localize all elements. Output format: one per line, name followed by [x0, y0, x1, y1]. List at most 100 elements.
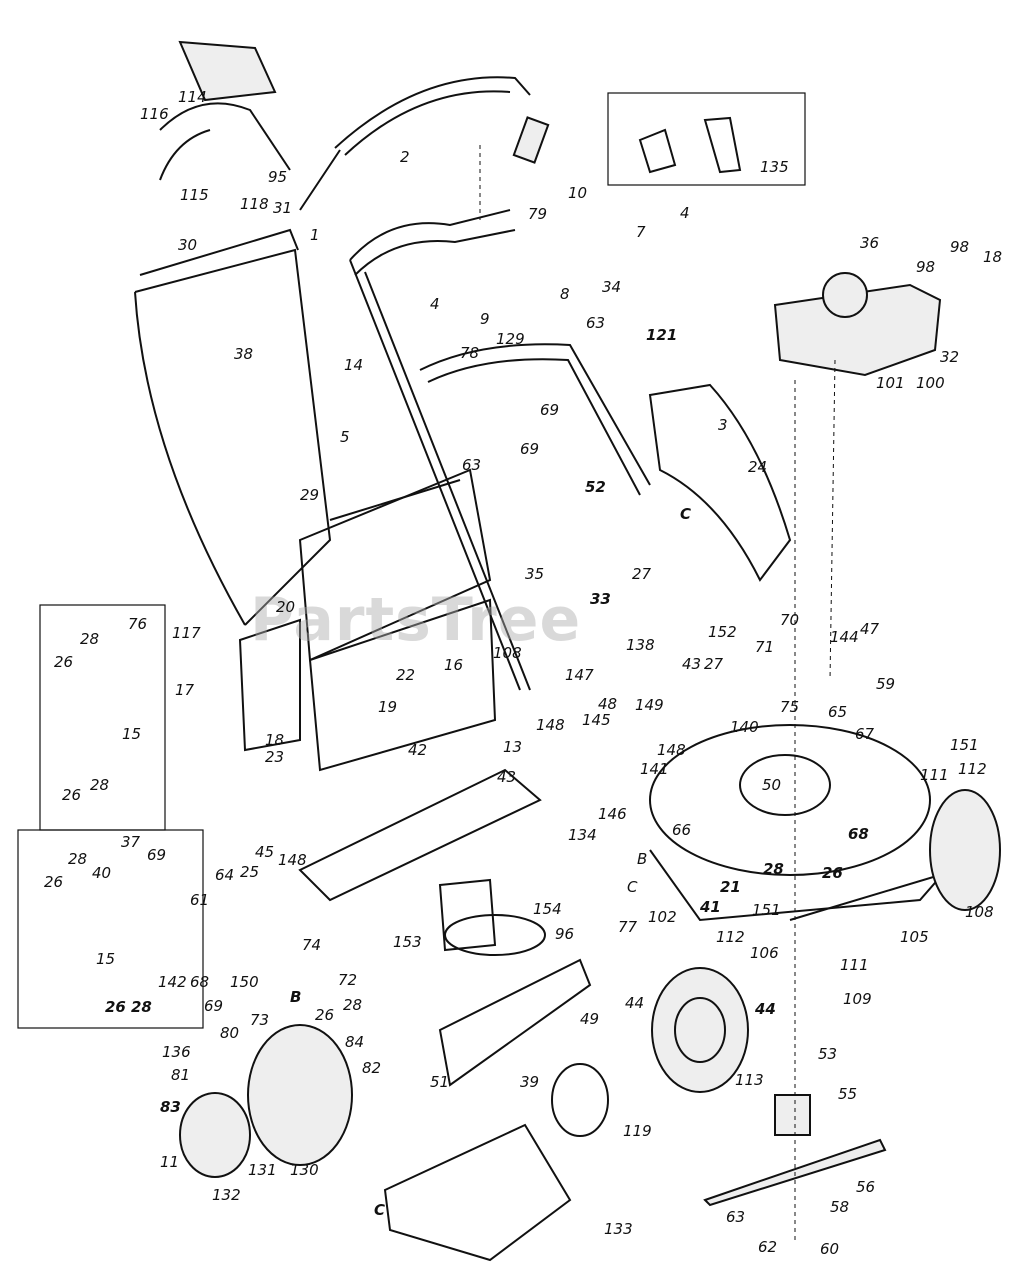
callout-146: 146: [598, 805, 627, 823]
callout-84: 84: [345, 1033, 365, 1051]
callout-10: 10: [568, 184, 588, 202]
callout-112-deck: 112: [716, 928, 745, 946]
callout-15-inset2: 15: [96, 950, 116, 968]
callout-153: 153: [393, 933, 422, 951]
callout-5: 5: [340, 428, 350, 446]
callout-132: 132: [212, 1186, 241, 1204]
callout-117: 117: [172, 624, 201, 642]
callout-148-b: 148: [657, 741, 686, 759]
callout-43-mid: 43: [497, 768, 517, 786]
callout-26-inset1b: 26: [62, 786, 82, 804]
callout-26-left: 26: [315, 1006, 335, 1024]
grass-bag-drawing: [134, 228, 332, 626]
callout-31: 31: [273, 199, 293, 217]
callout-80: 80: [220, 1024, 240, 1042]
callout-52: 52: [585, 478, 606, 496]
callout-4-top: 4: [680, 204, 690, 222]
callout-82: 82: [362, 1059, 382, 1077]
callout-21: 21: [720, 878, 741, 896]
callout-111-deck: 111: [840, 956, 869, 974]
callout-130: 130: [290, 1161, 319, 1179]
callout-73: 73: [250, 1011, 270, 1029]
callout-108-right: 108: [965, 903, 994, 921]
callout-116: 116: [140, 105, 169, 123]
callout-76: 76: [128, 615, 148, 633]
callout-30: 30: [178, 236, 198, 254]
callout-151-right: 151: [950, 736, 979, 754]
callout-101: 101: [876, 374, 905, 392]
callout-134: 134: [568, 826, 597, 844]
callout-50: 50: [762, 776, 782, 794]
callout-149: 149: [635, 696, 664, 714]
callout-23: 23: [265, 748, 285, 766]
callout-106: 106: [750, 944, 779, 962]
callout-138: 138: [626, 636, 655, 654]
callout-148-a: 148: [536, 716, 565, 734]
callout-26-inset1a: 26: [54, 653, 74, 671]
callout-142: 142: [158, 973, 187, 991]
callout-42: 42: [408, 741, 428, 759]
bag-frame-drawing: [238, 468, 492, 752]
callout-53: 53: [818, 1045, 838, 1063]
callout-45: 45: [255, 843, 275, 861]
callout-44-right: 44: [755, 1000, 776, 1018]
callout-24: 24: [748, 458, 768, 476]
callout-20: 20: [276, 598, 296, 616]
discharge-chute-drawing: [648, 383, 792, 582]
callout-3: 3: [718, 416, 728, 434]
callout-55: 55: [838, 1085, 858, 1103]
callout-37: 37: [121, 833, 141, 851]
callout-105: 105: [900, 928, 929, 946]
callout-109: 109: [843, 990, 872, 1008]
rear-cover-drawing: [383, 1123, 572, 1262]
callout-28-deck: 28: [763, 860, 784, 878]
callout-c-top: C: [680, 505, 692, 523]
callout-36: 36: [860, 234, 880, 252]
callout-83: 83: [160, 1098, 181, 1116]
callout-43-top: 43: [682, 655, 702, 673]
callout-70: 70: [780, 611, 800, 629]
callout-150: 150: [230, 973, 259, 991]
callout-49: 49: [580, 1010, 600, 1028]
watermark: PartsTree: [250, 585, 582, 655]
rear-flap-drawing: [438, 958, 592, 1087]
callout-96: 96: [555, 925, 575, 943]
callout-25: 25: [240, 863, 260, 881]
upper-handle-drawing: [299, 76, 550, 211]
inset-box-left-top: [39, 604, 166, 831]
callout-15-inset1: 15: [122, 725, 142, 743]
callout-68-left: 68: [190, 973, 210, 991]
callout-41: 41: [700, 898, 721, 916]
callout-113: 113: [735, 1071, 764, 1089]
callout-67: 67: [855, 725, 875, 743]
callout-28-inset2b: 28: [131, 998, 152, 1016]
rear-plate-drawing: [308, 598, 497, 772]
callout-33: 33: [590, 590, 611, 608]
callout-108-left: 108: [493, 644, 522, 662]
callout-112-right: 112: [958, 760, 987, 778]
callout-27-mid: 27: [704, 655, 724, 673]
callout-81: 81: [171, 1066, 191, 1084]
callout-144: 144: [830, 628, 859, 646]
callout-119: 119: [623, 1122, 652, 1140]
callout-78: 78: [460, 344, 480, 362]
callout-63-mid: 63: [462, 456, 482, 474]
callout-141: 141: [640, 760, 669, 778]
callout-69-left: 69: [204, 997, 224, 1015]
callout-71: 71: [755, 638, 775, 656]
callout-26-inset2b: 26: [105, 998, 126, 1016]
callout-16: 16: [444, 656, 464, 674]
callout-111-right: 111: [920, 766, 949, 784]
callout-7: 7: [636, 223, 646, 241]
callout-19: 19: [378, 698, 398, 716]
callout-79: 79: [528, 205, 548, 223]
callout-131: 131: [248, 1161, 277, 1179]
callout-154: 154: [533, 900, 562, 918]
callout-18-engine: 18: [983, 248, 1003, 266]
callout-68-deck: 68: [848, 825, 869, 843]
callout-44-left: 44: [625, 994, 645, 1012]
callout-29: 29: [300, 486, 320, 504]
callout-148-c: 148: [278, 851, 307, 869]
callout-145: 145: [582, 711, 611, 729]
